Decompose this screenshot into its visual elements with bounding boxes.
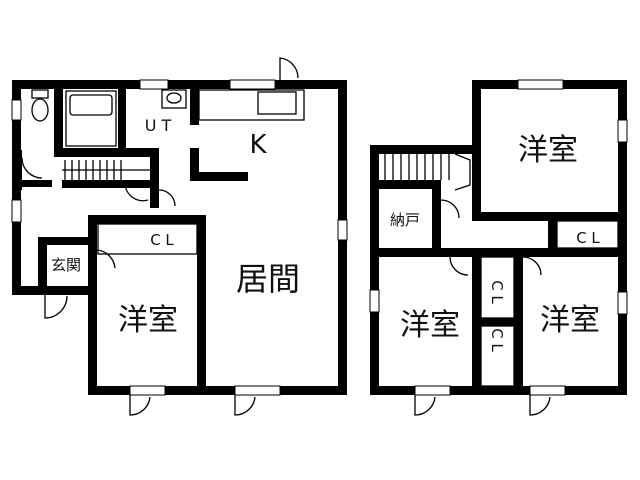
utility-label: U T	[145, 116, 172, 135]
storage-label: 納戸	[390, 211, 420, 229]
western-room-2f-left-label: 洋室	[400, 308, 460, 343]
sink-icon	[161, 89, 187, 109]
door-swing-icon	[21, 57, 299, 416]
closet-1f-label: C L	[150, 231, 174, 249]
toilet-icon	[31, 89, 49, 122]
floor-2: 洋室 納戸 C L 洋室 洋室 C L C L	[369, 79, 628, 416]
kitchen-counter-icon	[198, 89, 305, 121]
floor-1: U T K 居間 洋室 玄関 C L	[11, 57, 348, 416]
door-swing-icon	[414, 199, 551, 416]
western-room-2f-top-label: 洋室	[518, 133, 578, 168]
closet-2f-low-label: C L	[488, 328, 506, 352]
bathtub-icon	[65, 90, 117, 147]
western-room-2f-right-label: 洋室	[540, 303, 600, 338]
stairs-icon	[62, 160, 150, 180]
entrance-label: 玄関	[51, 256, 81, 274]
stairs-icon	[384, 153, 471, 191]
closet-2f-mid-label: C L	[488, 280, 506, 304]
living-room-label: 居間	[236, 260, 300, 298]
kitchen-label: K	[249, 130, 267, 160]
western-room-1f-label: 洋室	[118, 303, 178, 338]
closet-2f-top-label: C L	[576, 229, 600, 247]
